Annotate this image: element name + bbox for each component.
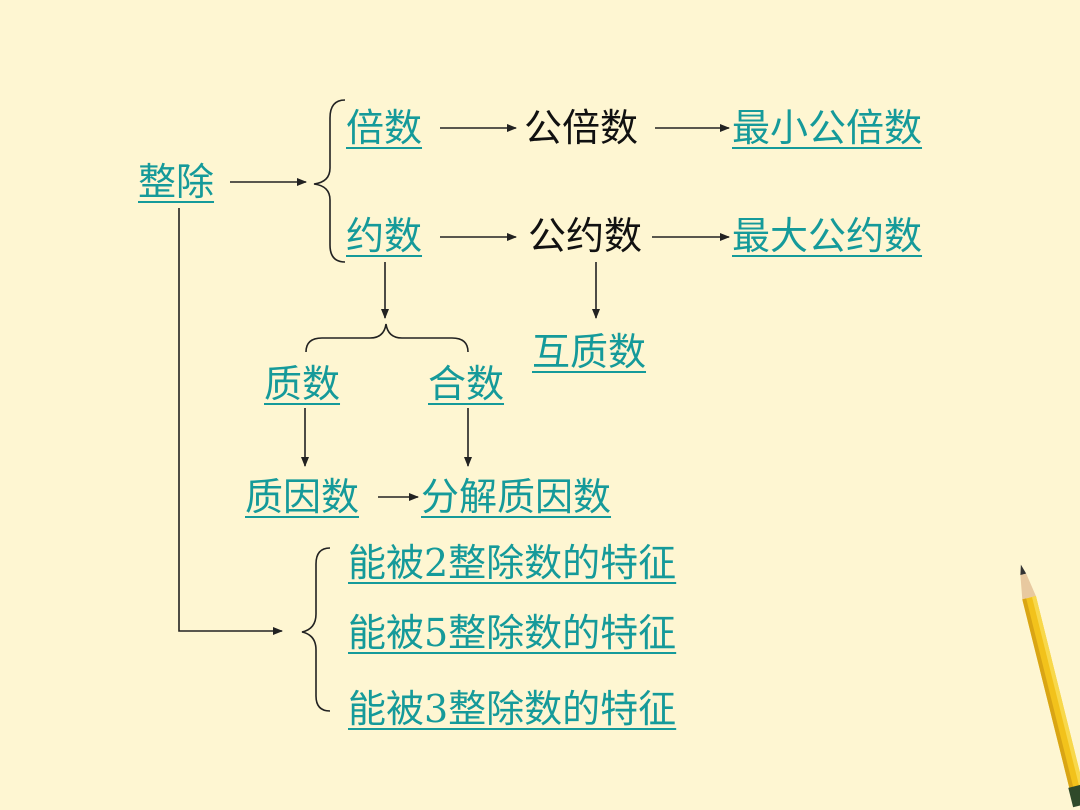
node-fenjiezhiyinshu[interactable]: 分解质因数	[421, 475, 612, 519]
node-gongbeishu: 公倍数	[524, 106, 639, 150]
brace-horizontal	[305, 323, 469, 353]
node-heshu[interactable]: 合数	[428, 362, 505, 406]
brace-upper	[313, 99, 346, 263]
node-huzhishu[interactable]: 互质数	[532, 330, 647, 374]
line-zhengchu-down	[178, 208, 283, 635]
pencil-icon	[1020, 564, 1080, 808]
brace-lower	[301, 547, 331, 712]
node-yueshu[interactable]: 约数	[346, 214, 423, 258]
node-zuixiaogongbeishu[interactable]: 最小公倍数	[732, 106, 923, 150]
node-gongyueshu: 公约数	[528, 214, 643, 258]
node-zuidagongyueshu[interactable]: 最大公约数	[732, 214, 923, 258]
node-zhishu[interactable]: 质数	[264, 362, 341, 406]
node-zhengchu[interactable]: 整除	[138, 160, 215, 204]
node-beishu[interactable]: 倍数	[346, 106, 423, 150]
node-div5[interactable]: 能被5整除数的特征	[348, 611, 677, 655]
node-div2[interactable]: 能被2整除数的特征	[348, 541, 677, 585]
node-div3[interactable]: 能被3整除数的特征	[348, 687, 677, 731]
node-zhiyinshu[interactable]: 质因数	[245, 475, 360, 519]
